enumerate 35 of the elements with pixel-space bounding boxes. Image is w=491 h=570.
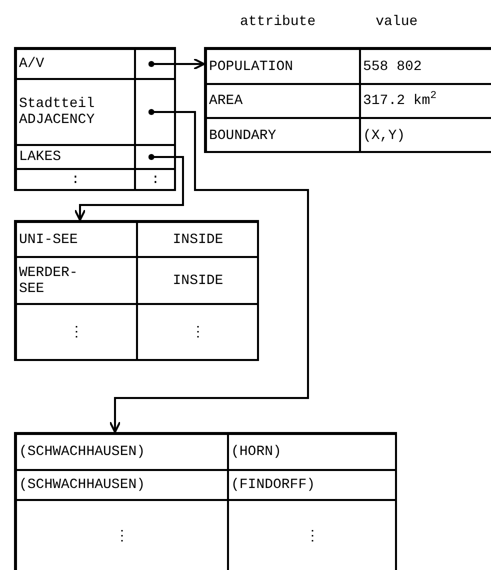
pointer-arrow [74, 154, 184, 221]
table-cell: (SCHWACHHAUSEN) [16, 470, 228, 500]
table-cell: (SCHWACHHAUSEN) [16, 434, 228, 470]
pointer-arrow [109, 109, 309, 433]
table-cell: ⋮ [16, 304, 137, 361]
table-cell: UNI-SEE [16, 222, 137, 257]
table-frame [14, 432, 397, 570]
table-cell: Stadtteil ADJACENCY [16, 79, 135, 145]
table-cell: (X,Y) [360, 118, 491, 153]
table-cell: ⋮ [228, 500, 397, 570]
table-cell: LAKES [16, 145, 135, 169]
table-cell: A/V [16, 49, 135, 79]
table-cell: POPULATION [206, 49, 360, 84]
column-header: attribute [240, 13, 316, 32]
pointer-cell [135, 145, 176, 169]
table-cell: 558 802 [360, 49, 491, 84]
table-frame [204, 47, 491, 153]
table-cell: (FINDORFF) [228, 470, 397, 500]
table-cell: (HORN) [228, 434, 397, 470]
column-header: value [376, 13, 418, 32]
table-cell: ⋮ [16, 500, 228, 570]
table-cell: INSIDE [137, 222, 259, 257]
table-cell: WERDER- SEE [16, 257, 137, 304]
table-cell: 317.2 km$^{2}$ [360, 84, 491, 118]
table-cell: ⋮ [137, 304, 259, 361]
table-cell: BOUNDARY [206, 118, 360, 153]
table-cell: : [16, 169, 135, 191]
table-cell: AREA [206, 84, 360, 118]
table-frame [14, 220, 259, 361]
pointer-arrow [148, 58, 205, 70]
pointer-cell [135, 49, 176, 79]
table-cell: INSIDE [137, 257, 259, 304]
table-frame [14, 47, 176, 191]
pointer-cell [135, 79, 176, 145]
table-cell: : [135, 169, 176, 191]
